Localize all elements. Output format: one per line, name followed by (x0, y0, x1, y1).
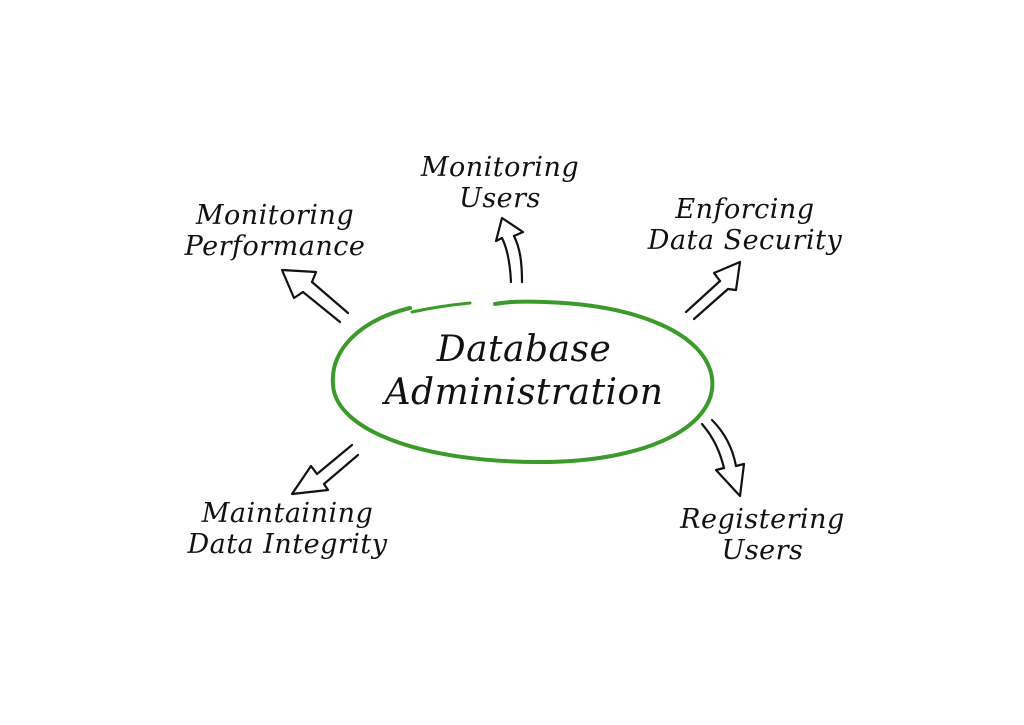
arrow-to-enforcing-data-security (684, 260, 742, 321)
label-registering-users: Registering Users (650, 504, 875, 566)
label-line1: Enforcing (675, 194, 815, 225)
label-line2: Users (721, 535, 804, 567)
label-line1: Monitoring (420, 152, 580, 183)
label-line2: Performance (184, 231, 366, 263)
arrow-to-monitoring-performance (280, 268, 350, 324)
label-line1: Maintaining (201, 498, 374, 529)
arrow-to-registering-users (700, 418, 746, 498)
arrow-to-monitoring-users (494, 216, 525, 284)
label-line1: Registering (680, 504, 845, 535)
label-maintaining-data-integrity: Maintaining Data Integrity (155, 498, 420, 560)
center-ellipse (330, 299, 715, 465)
label-line2: Users (459, 183, 541, 215)
label-line2: Data Security (647, 225, 843, 257)
arrow-to-maintaining-data-integrity (290, 443, 360, 496)
label-monitoring-users: Monitoring Users (395, 152, 605, 214)
label-line1: Monitoring (195, 200, 355, 231)
center-ellipse-overlap (410, 301, 472, 314)
label-enforcing-data-security: Enforcing Data Security (620, 194, 870, 256)
label-line2: Data Integrity (187, 529, 388, 561)
center-title-line2: Administration (384, 372, 664, 414)
label-monitoring-performance: Monitoring Performance (160, 200, 390, 262)
center-title: Database Administration (354, 328, 694, 414)
center-title-line1: Database (436, 329, 612, 370)
